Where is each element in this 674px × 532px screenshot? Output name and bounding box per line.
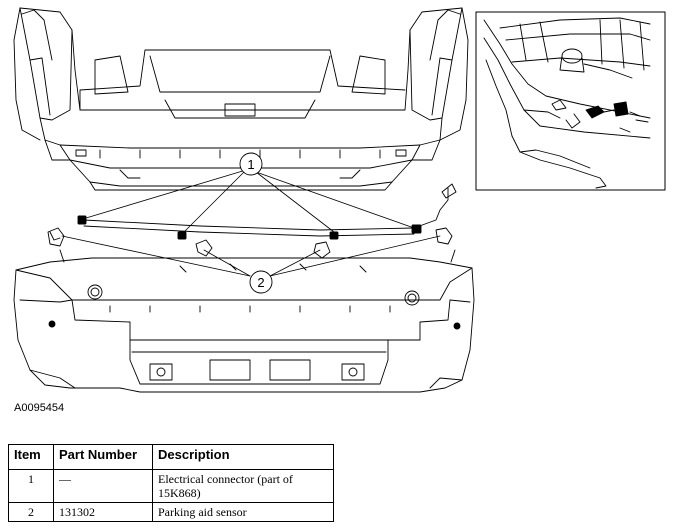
- cell-description: Parking aid sensor: [152, 502, 334, 522]
- electrical-connectors: [77, 215, 422, 240]
- callout-2-label: 2: [257, 275, 264, 290]
- header-part-number: Part Number: [53, 444, 153, 470]
- cell-part-number: —: [53, 469, 153, 503]
- cell-part-number: 131302: [53, 502, 153, 522]
- callout-leaders: [61, 169, 441, 277]
- bumper-cover: [13, 249, 475, 393]
- parts-table: Item Part Number Description 1 — Electri…: [8, 444, 334, 522]
- cell-item: 1: [8, 469, 54, 503]
- cell-description: Electrical connector (part of 15K868): [152, 469, 334, 503]
- header-item: Item: [8, 444, 54, 470]
- parking-aid-sensors: [47, 227, 453, 259]
- bumper-illustration: 1 2: [13, 7, 666, 393]
- table-header-row: Item Part Number Description: [8, 444, 334, 470]
- callout-1: 1: [239, 152, 263, 176]
- vehicle-rear-body: [13, 7, 469, 191]
- inset-detail-view: [475, 11, 666, 191]
- callout-1-label: 1: [247, 157, 254, 172]
- cell-item: 2: [8, 502, 54, 522]
- table-row: 1 — Electrical connector (part of 15K868…: [8, 469, 334, 503]
- wiring-harness: [83, 183, 457, 237]
- header-description: Description: [152, 444, 334, 470]
- table-row: 2 131302 Parking aid sensor: [8, 502, 334, 522]
- callout-2: 2: [249, 270, 273, 294]
- figure-id: A0095454: [14, 402, 65, 414]
